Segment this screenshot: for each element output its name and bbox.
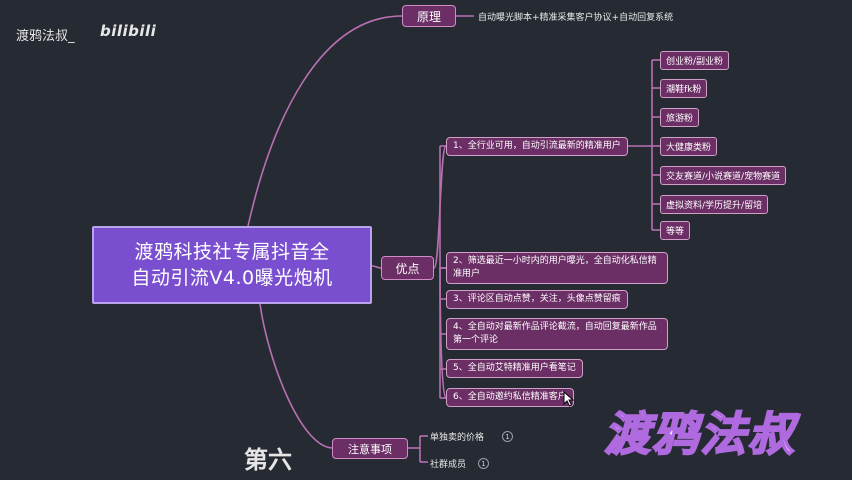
advantage-item-3-text: 3、评论区自动点赞，关注，头像点赞留痕 — [453, 294, 621, 304]
branch-principle-label: 原理 — [416, 9, 441, 24]
industry-item-6[interactable]: 虚拟资料/学历提升/留培 — [660, 195, 769, 214]
advantage-item-6[interactable]: 6、全自动邀约私信精准客户 — [446, 388, 574, 407]
branch-notes[interactable]: 注意事项 — [332, 438, 408, 459]
advantage-item-6-text: 6、全自动邀约私信精准客户 — [453, 392, 567, 402]
central-topic-line1: 渡鸦科技社专属抖音全 — [134, 241, 330, 263]
mouse-cursor-icon — [563, 391, 575, 407]
advantage-item-1-text: 1、全行业可用，自动引流最新的精准用户 — [453, 141, 621, 151]
branch-advantages-label: 优点 — [395, 261, 420, 276]
advantage-item-5-text: 5、全自动艾特精准用户看笔记 — [453, 363, 576, 373]
connector-notes — [259, 303, 333, 449]
industry-item-6-text: 虚拟资料/学历提升/留培 — [666, 201, 763, 211]
notes-item-1-badge: 1 — [502, 431, 513, 442]
industry-item-7[interactable]: 等等 — [660, 221, 691, 240]
bilibili-logo: bilibili — [100, 22, 157, 40]
advantage-item-2-text: 2、筛选最近一小时内的用户曝光，全自动化私信精准用户 — [453, 256, 657, 279]
branch-notes-label: 注意事项 — [348, 442, 392, 456]
industry-item-1-text: 创业粉/副业粉 — [666, 57, 724, 67]
advantage-item-4[interactable]: 4、全自动对最新作品评论截流，自动回复最新作品第一个评论 — [446, 318, 668, 350]
brand-name: 渡鸦法叔_ — [16, 29, 75, 44]
industry-item-2[interactable]: 潮鞋fk粉 — [660, 79, 708, 98]
central-topic-line2: 自动引流V4.0曝光炮机 — [131, 267, 333, 289]
advantage-item-3[interactable]: 3、评论区自动点赞，关注，头像点赞留痕 — [446, 290, 628, 309]
advantage-item-4-text: 4、全自动对最新作品评论截流，自动回复最新作品第一个评论 — [453, 322, 657, 345]
notes-item-1[interactable]: 单独卖的价格 — [430, 433, 485, 443]
advantage-item-5[interactable]: 5、全自动艾特精准用户看笔记 — [446, 359, 583, 378]
branch-advantages[interactable]: 优点 — [381, 256, 434, 280]
central-topic[interactable]: 渡鸦科技社专属抖音全 自动引流V4.0曝光炮机 — [92, 226, 372, 304]
industry-item-5-text: 交友赛道/小说赛道/宠物赛道 — [666, 172, 781, 182]
industry-item-4-text: 大健康类粉 — [666, 143, 712, 153]
industry-item-4[interactable]: 大健康类粉 — [660, 137, 718, 156]
notes-item-2-badge: 1 — [478, 458, 489, 469]
advantage-item-1[interactable]: 1、全行业可用，自动引流最新的精准用户 — [446, 137, 628, 156]
industry-item-3[interactable]: 旅游粉 — [660, 108, 700, 127]
industry-item-3-text: 旅游粉 — [666, 114, 694, 124]
principle-detail[interactable]: 自动曝光脚本+精准采集客户协议+自动回复系统 — [478, 13, 674, 23]
industry-item-7-text: 等等 — [666, 227, 685, 237]
industry-item-2-text: 潮鞋fk粉 — [666, 85, 702, 95]
advantage-item-2[interactable]: 2、筛选最近一小时内的用户曝光，全自动化私信精准用户 — [446, 252, 668, 284]
industry-item-1[interactable]: 创业粉/副业粉 — [660, 51, 730, 70]
branch-principle[interactable]: 原理 — [402, 5, 456, 27]
notes-item-2[interactable]: 社群成员 — [430, 460, 467, 470]
video-subtitle: 第六 — [244, 446, 292, 474]
industry-item-5[interactable]: 交友赛道/小说赛道/宠物赛道 — [660, 166, 787, 185]
connector-principle — [247, 15, 403, 227]
watermark-text: 渡鸦法叔 — [603, 406, 796, 462]
connector-advantages — [371, 265, 382, 269]
